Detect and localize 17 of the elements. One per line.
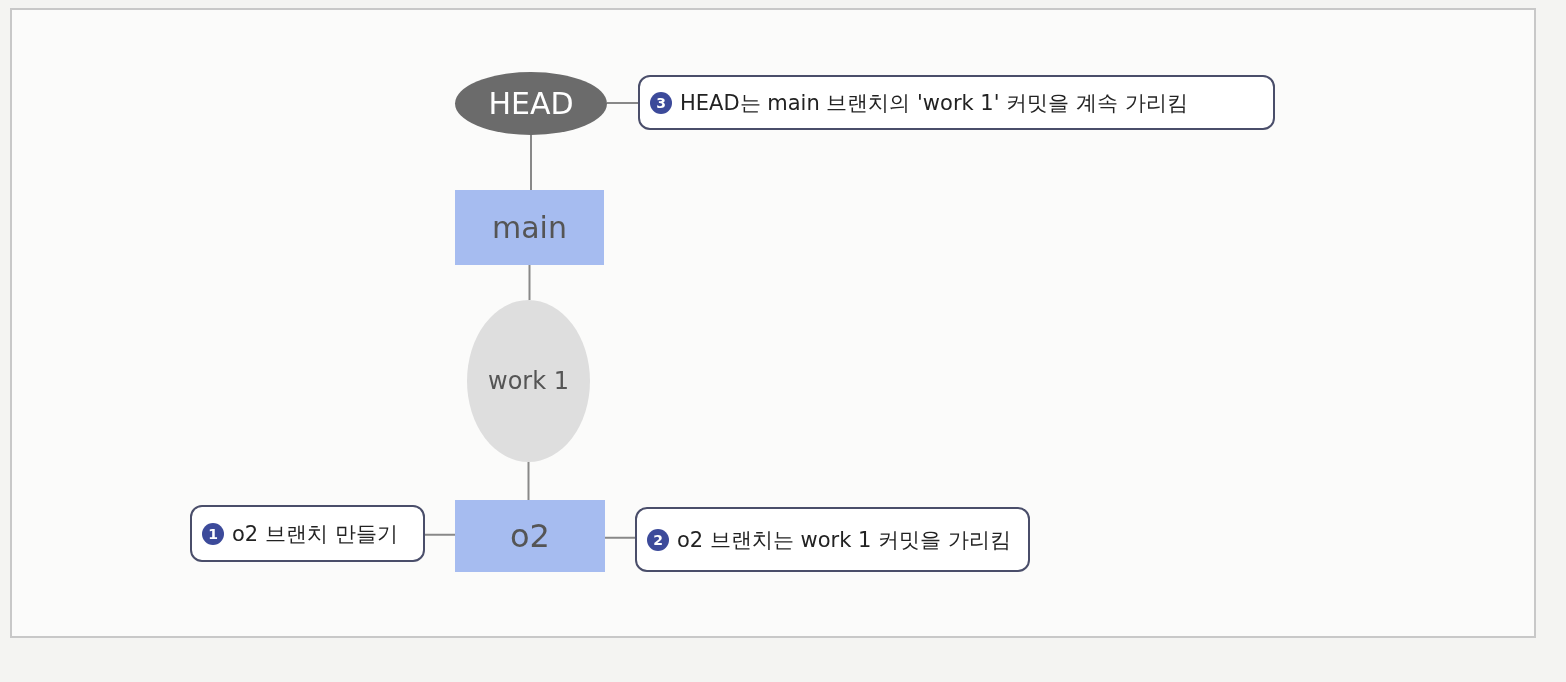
- branch-box: main: [455, 190, 604, 265]
- callout-box: [635, 507, 1030, 572]
- connector-line: [528, 264, 531, 301]
- leader-line: [604, 536, 636, 539]
- callout-number: 3: [650, 91, 672, 114]
- callout-text: o2 브랜치는 work 1 커밋을 가리킴: [677, 526, 1011, 554]
- callout-number: 1: [202, 522, 224, 545]
- connector-line: [530, 134, 532, 191]
- callout-text: o2 브랜치 만들기: [232, 520, 398, 548]
- leader-line: [606, 102, 639, 104]
- connector-line: [527, 461, 530, 501]
- leader-line: [424, 533, 456, 536]
- callout-box: [638, 75, 1275, 130]
- callout-number: 2: [647, 528, 669, 551]
- callout-text: HEAD는 main 브랜치의 'work 1' 커밋을 계속 가리킴: [680, 89, 1188, 117]
- callout-box: [190, 505, 425, 562]
- branch-box: o2: [455, 500, 605, 572]
